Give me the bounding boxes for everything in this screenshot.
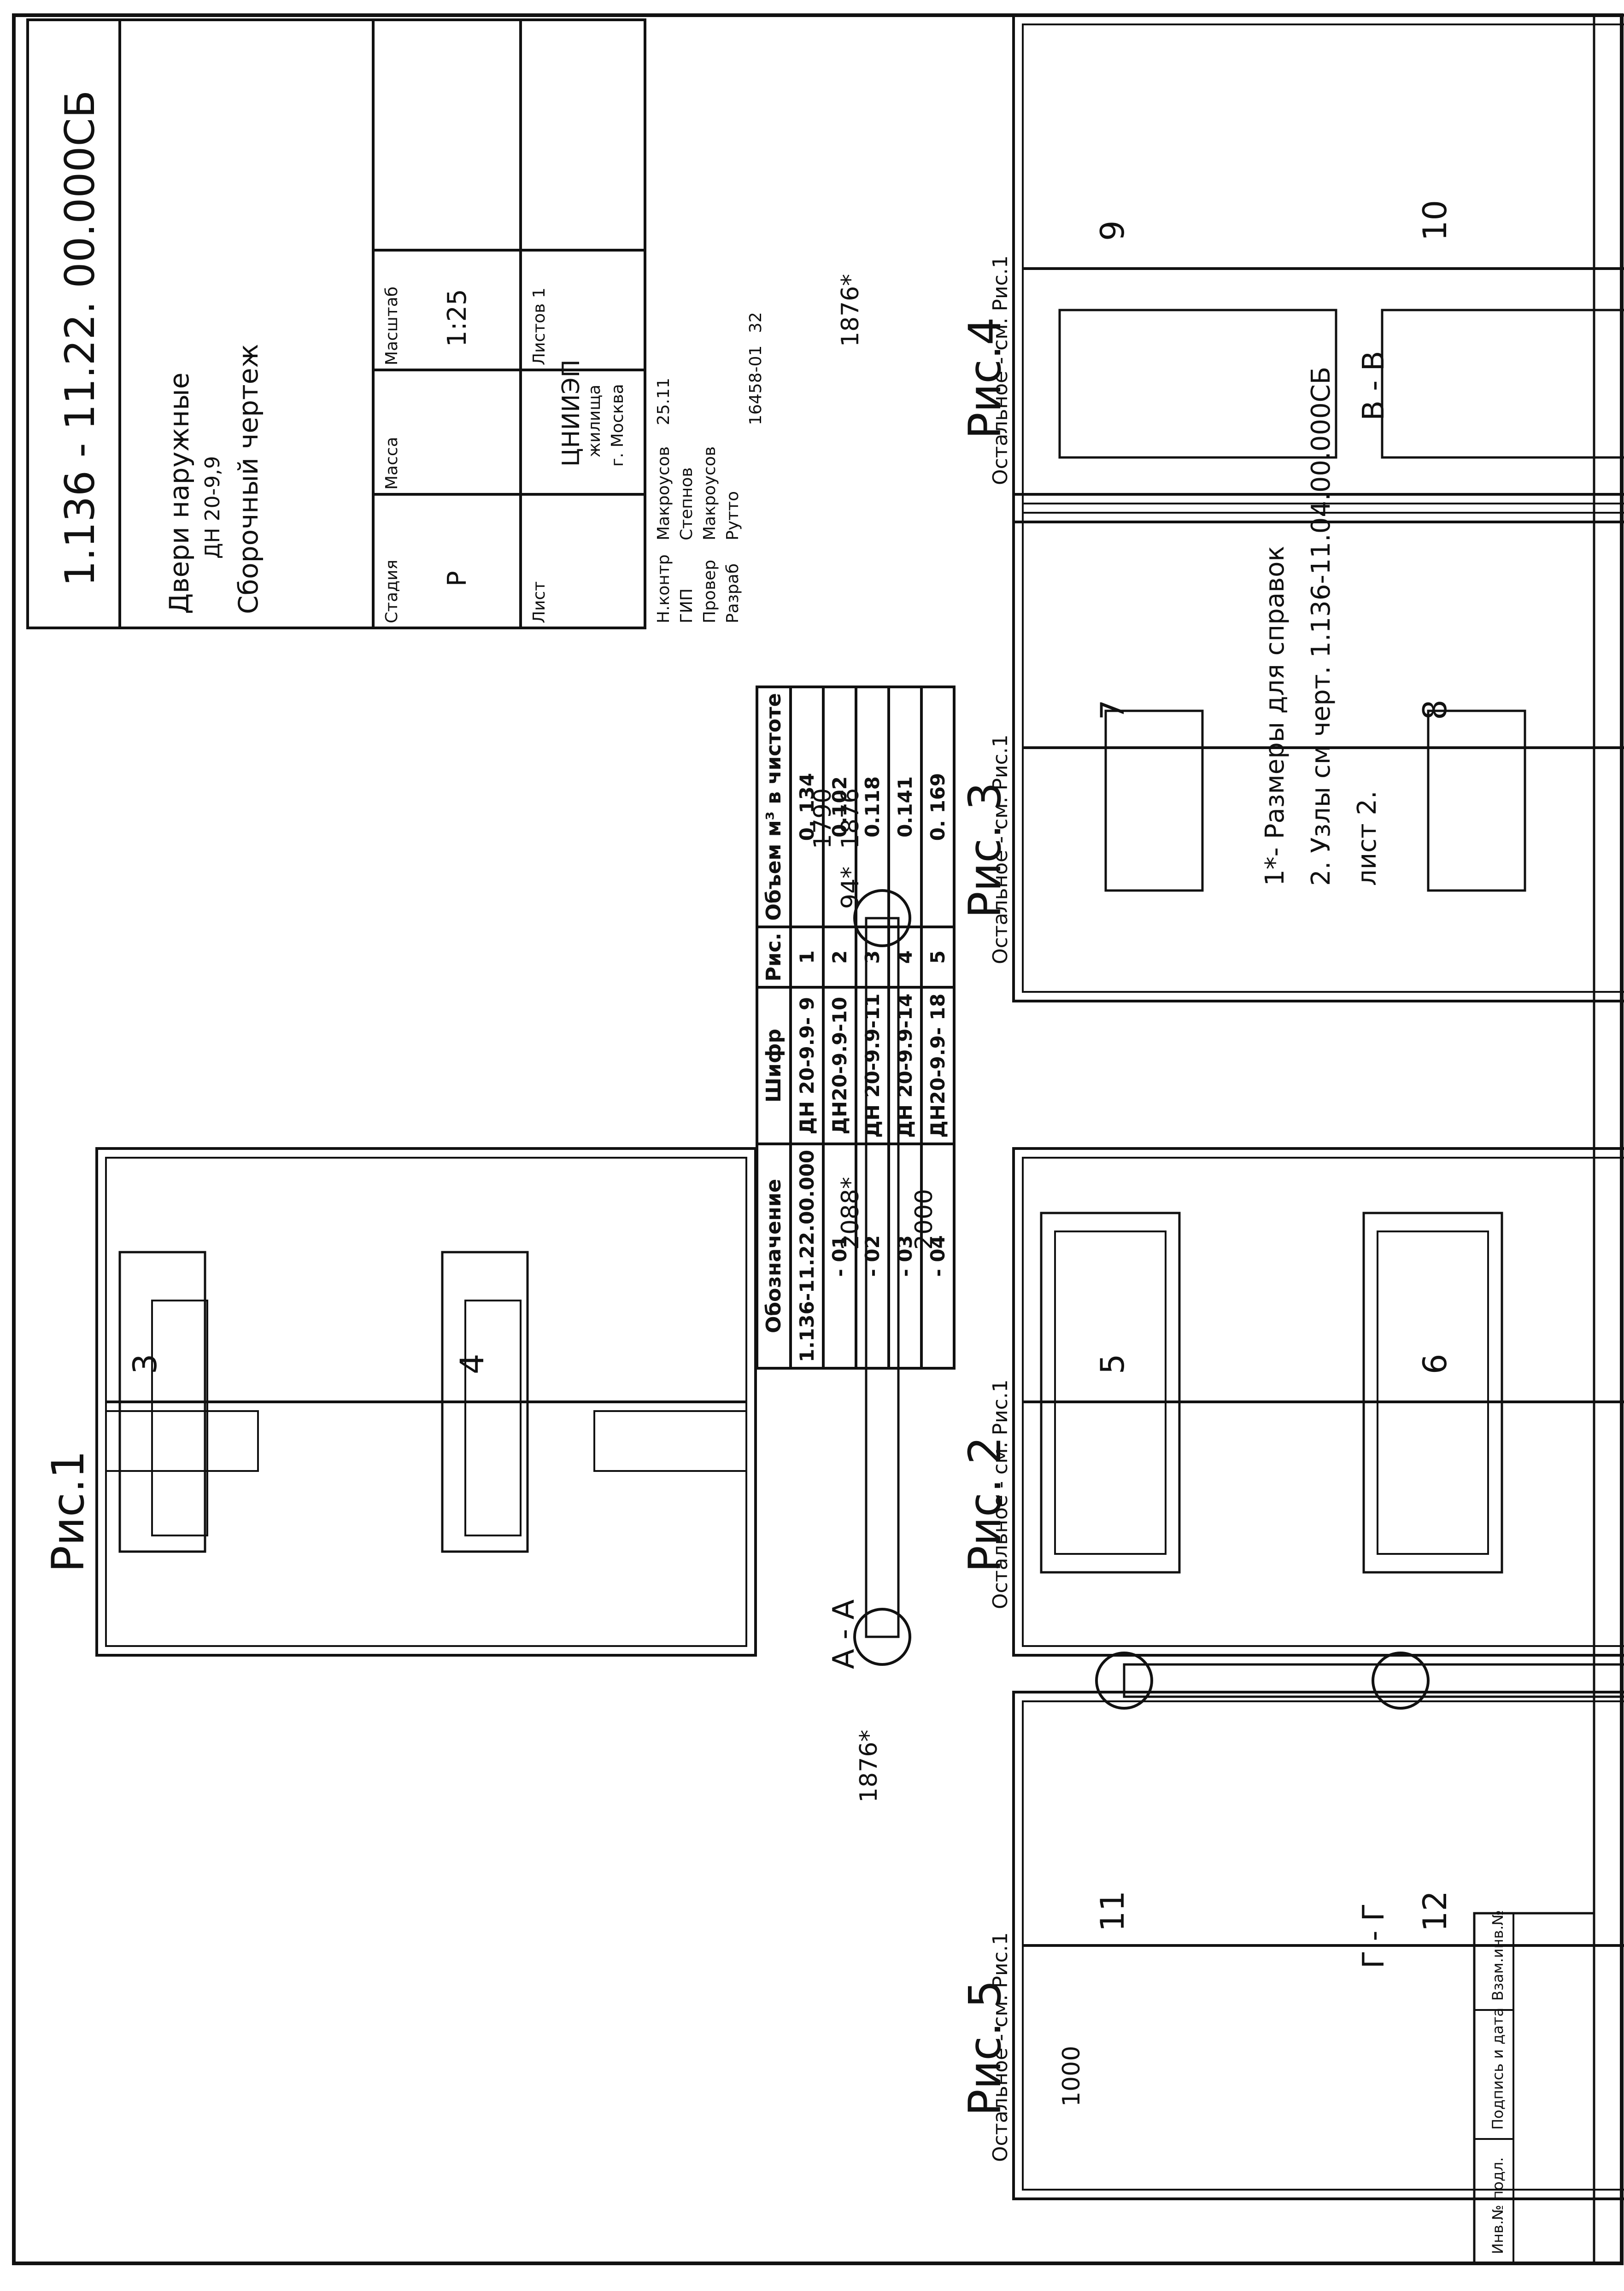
tb-name-1: Макроусов <box>654 446 673 540</box>
tb-role-2: ГИП <box>677 588 696 623</box>
fig2-subtitle: Остальное - см. Рис.1 <box>989 1379 1012 1609</box>
tb-col-mass: Масса <box>382 437 401 490</box>
tb-role-4: Разраб <box>723 563 742 623</box>
tb-sheets: Листов 1 <box>530 287 549 365</box>
col-volume: Объем м³ в чистоте <box>757 687 791 927</box>
col-code: Шифр <box>757 987 791 1144</box>
fig3-door <box>1012 493 1624 1002</box>
tb-org-1: ЦНИИЭП <box>557 359 585 467</box>
fig4-door <box>1012 14 1624 523</box>
table-row: - 01 ДН20-9.9-10 2 0.102 <box>823 687 856 1368</box>
tb-stage: Р <box>442 571 472 586</box>
section-aa <box>853 889 911 1666</box>
title-block-grid <box>26 18 646 629</box>
section-gg-title: Г - Г <box>1357 1903 1391 1969</box>
table-row: 1.136-11.22.00.000 ДН 20-9.9- 9 1 0. 134 <box>791 687 823 1368</box>
fig1-door <box>95 1147 757 1657</box>
callout-12: 12 <box>1416 1890 1454 1932</box>
table-row: - 02 ДН 20-9.9-11 3 0.118 <box>856 687 889 1368</box>
dim-fig1-1000: 1000 <box>1058 2045 1085 2107</box>
fig2-door <box>1012 1147 1624 1657</box>
callout-6: 6 <box>1416 1354 1454 1374</box>
tb-role-3: Провер <box>700 559 719 623</box>
fig1-caption: Рис.1 <box>42 1450 94 1572</box>
col-designation: Обозначение <box>757 1143 791 1368</box>
section-bb <box>1095 1652 1624 1710</box>
callout-10: 10 <box>1416 199 1454 241</box>
title-block-name-2: ДН 20-9,9 <box>201 456 224 559</box>
fig5-subtitle: Остальное - см. Рис.1 <box>989 1932 1012 2162</box>
strip-sign: Подпись и дата <box>1489 2007 1507 2130</box>
callout-7: 7 <box>1094 699 1132 720</box>
fig5-door <box>1012 1691 1624 2200</box>
callout-11: 11 <box>1094 1890 1132 1932</box>
table-row: - 03 ДН 20-9.9-14 4 0.141 <box>889 687 921 1368</box>
dim-vv-1876: 1876* <box>837 274 864 347</box>
title-block-name-1: Двери наружные <box>164 372 195 614</box>
tb-archive: 16458-01 <box>746 345 765 425</box>
note-2: 2. Узлы см черт. 1.136-11.04.00.000СБ <box>1306 366 1336 886</box>
note-3: лист 2. <box>1352 791 1382 886</box>
tb-col-scale: Масштаб <box>382 286 401 365</box>
callout-3: 3 <box>126 1354 164 1374</box>
dim-gg-1876: 1876* <box>855 1729 883 1803</box>
section-vv-title: В - В <box>1357 351 1391 421</box>
tb-org-3: г. Москва <box>608 384 627 467</box>
fig4-subtitle: Остальное - см. Рис.1 <box>989 255 1012 485</box>
tb-role-1: Н.контр <box>654 554 673 623</box>
tb-col-stage: Стадия <box>382 559 401 623</box>
tb-date-1: 25.11 <box>654 377 673 425</box>
callout-4: 4 <box>453 1354 491 1374</box>
col-figure: Рис. <box>757 926 791 988</box>
note-1: 1*- Размеры для справок <box>1260 545 1290 886</box>
title-block-number: 1.136 - 11.22. 00.000СБ <box>56 90 104 586</box>
tb-sheet: Лист <box>530 581 549 623</box>
tb-org-2: жилища <box>585 384 604 457</box>
strip-inv: Инв.№ подл. <box>1489 2157 1507 2254</box>
table-row: - 04 ДН20-9.9- 18 5 0. 169 <box>921 687 954 1368</box>
section-aa-title: А - А <box>827 1599 861 1669</box>
callout-5: 5 <box>1094 1354 1132 1374</box>
fig3-subtitle: Остальное - см. Рис.1 <box>989 734 1012 964</box>
strip-replace: Взам.инв.№ <box>1489 1910 1507 2001</box>
callout-8: 8 <box>1416 699 1454 720</box>
tb-name-2: Степнов <box>677 467 696 540</box>
tb-name-4: Рутто <box>723 491 742 540</box>
callout-9: 9 <box>1094 220 1132 241</box>
title-block-name-3: Сборочный чертеж <box>233 344 264 614</box>
tb-page: 32 <box>746 312 765 333</box>
tb-name-3: Макроусов <box>700 446 719 540</box>
spec-table: Обозначение Шифр Рис. Объем м³ в чистоте… <box>756 686 956 1370</box>
tb-scale: 1:25 <box>442 289 472 347</box>
